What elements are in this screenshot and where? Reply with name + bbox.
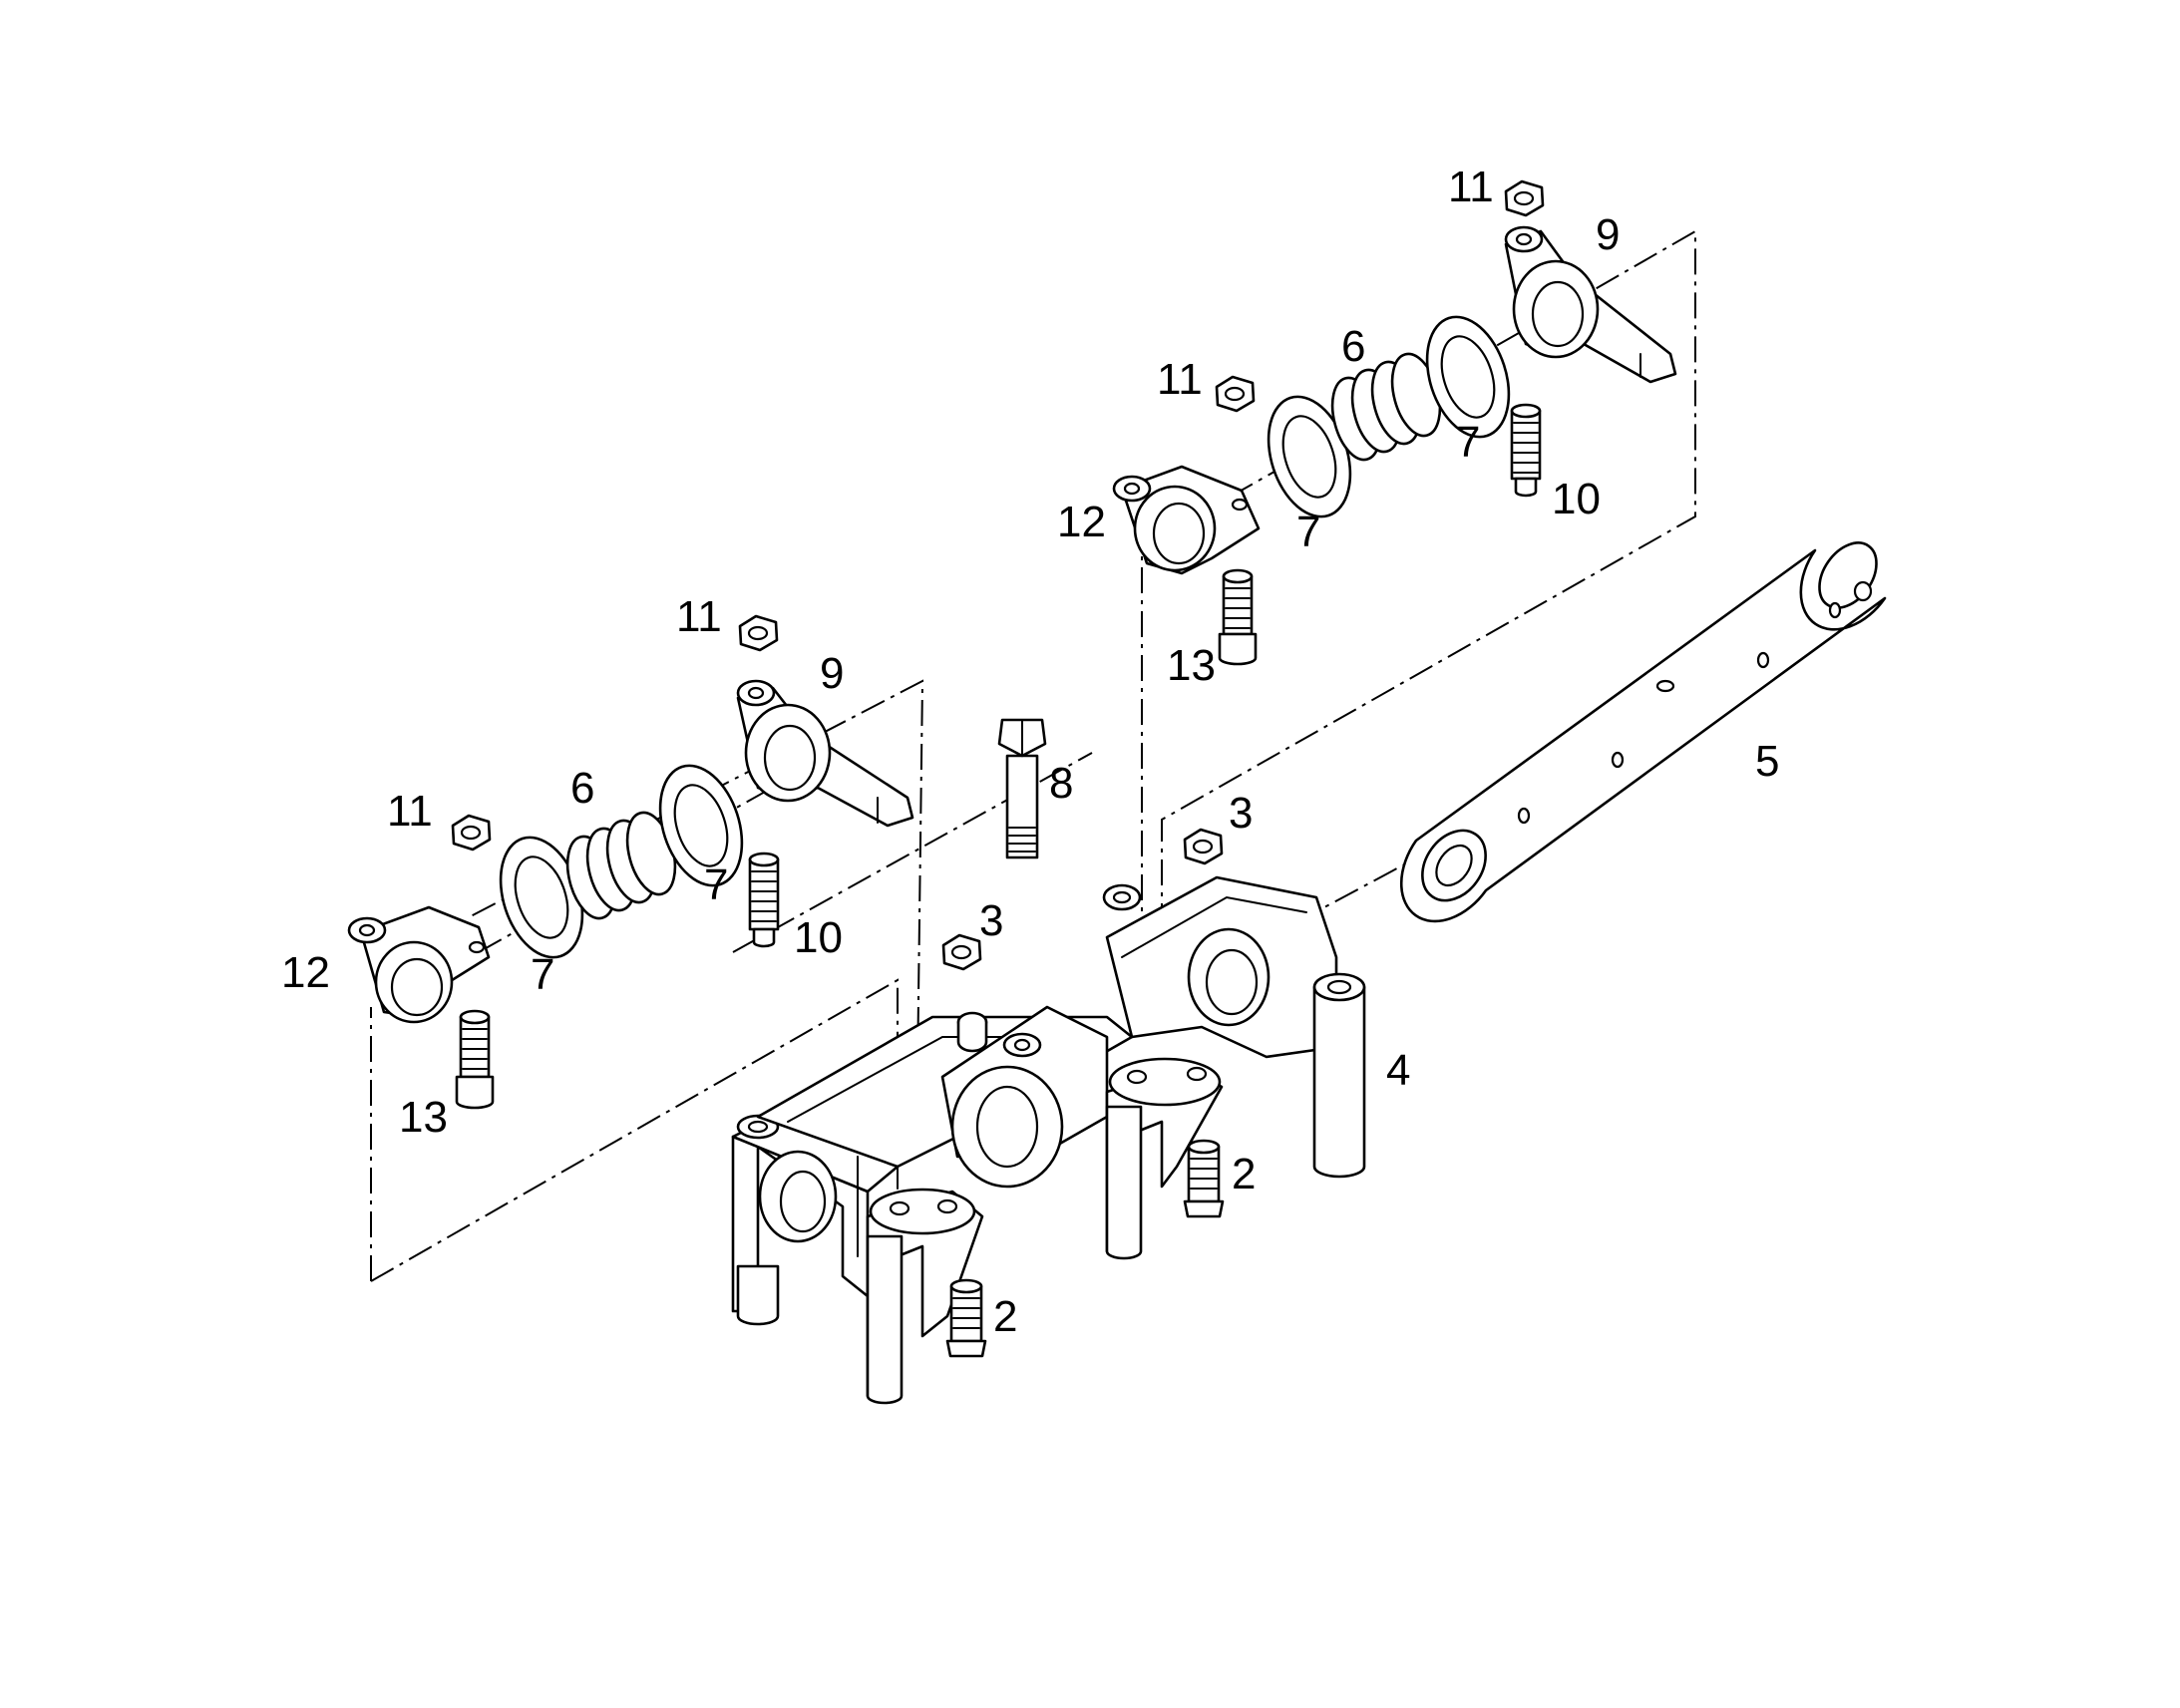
right-screw-10 [1510,403,1542,498]
callout-8: 8 [1049,759,1073,808]
callout-3-left: 3 [979,896,1003,945]
rocker-shaft [1399,541,1887,923]
callout-10-left: 10 [794,913,843,962]
left-nut-11-a [451,814,492,852]
callout-2-right: 2 [1232,1150,1256,1198]
callout-3-right: 3 [1229,789,1253,838]
callout-7-left-b: 7 [704,860,728,909]
part-callouts: 11 9 6 11 7 10 12 7 13 11 9 8 5 11 6 3 7… [281,163,1779,1341]
right-rocker-arm-12 [1112,465,1261,575]
callout-12-right: 12 [1057,498,1106,546]
callout-2-left: 2 [993,1292,1017,1341]
left-adjusting-screw-13 [455,1009,495,1110]
callout-11-top: 11 [1448,163,1494,211]
bracket-nut-right [1183,828,1224,865]
rocker-bracket [731,875,1366,1405]
left-screw-10 [748,852,780,948]
callout-11-mid: 11 [676,592,722,641]
right-rocker-arm-9 [1504,225,1677,384]
callout-6-left: 6 [570,764,594,813]
callout-6-right: 6 [1341,322,1365,371]
callout-12-left: 12 [281,948,330,997]
stud-left [945,1278,987,1358]
callout-7-right-a: 7 [1296,508,1320,556]
left-spring-6 [565,811,677,920]
callout-7-right-b: 7 [1456,418,1480,467]
right-washer-7-a [1267,395,1352,518]
callout-13-left: 13 [399,1093,448,1142]
left-rocker-arm-9 [736,679,914,828]
right-nut-11-b [1504,179,1545,217]
callout-11-left: 11 [387,787,433,836]
callout-5: 5 [1755,737,1779,786]
callout-10-right: 10 [1552,475,1601,523]
bracket-nut-left [941,933,982,971]
callout-9-top: 9 [1596,210,1620,259]
callout-7-left-a: 7 [531,950,554,999]
right-nut-11-a [1215,375,1256,413]
left-washer-7-b [658,764,744,887]
left-rocker-arm-12 [347,905,491,1024]
left-nut-11-b [738,614,779,652]
right-adjusting-screw-13 [1218,568,1258,666]
right-washer-7-b [1425,315,1511,439]
callout-4: 4 [1386,1046,1410,1095]
stud-right [1183,1139,1225,1218]
center-bolt [997,718,1047,859]
callout-13-right: 13 [1167,641,1216,690]
callout-11-right: 11 [1157,355,1203,404]
callout-9-mid: 9 [820,649,844,698]
